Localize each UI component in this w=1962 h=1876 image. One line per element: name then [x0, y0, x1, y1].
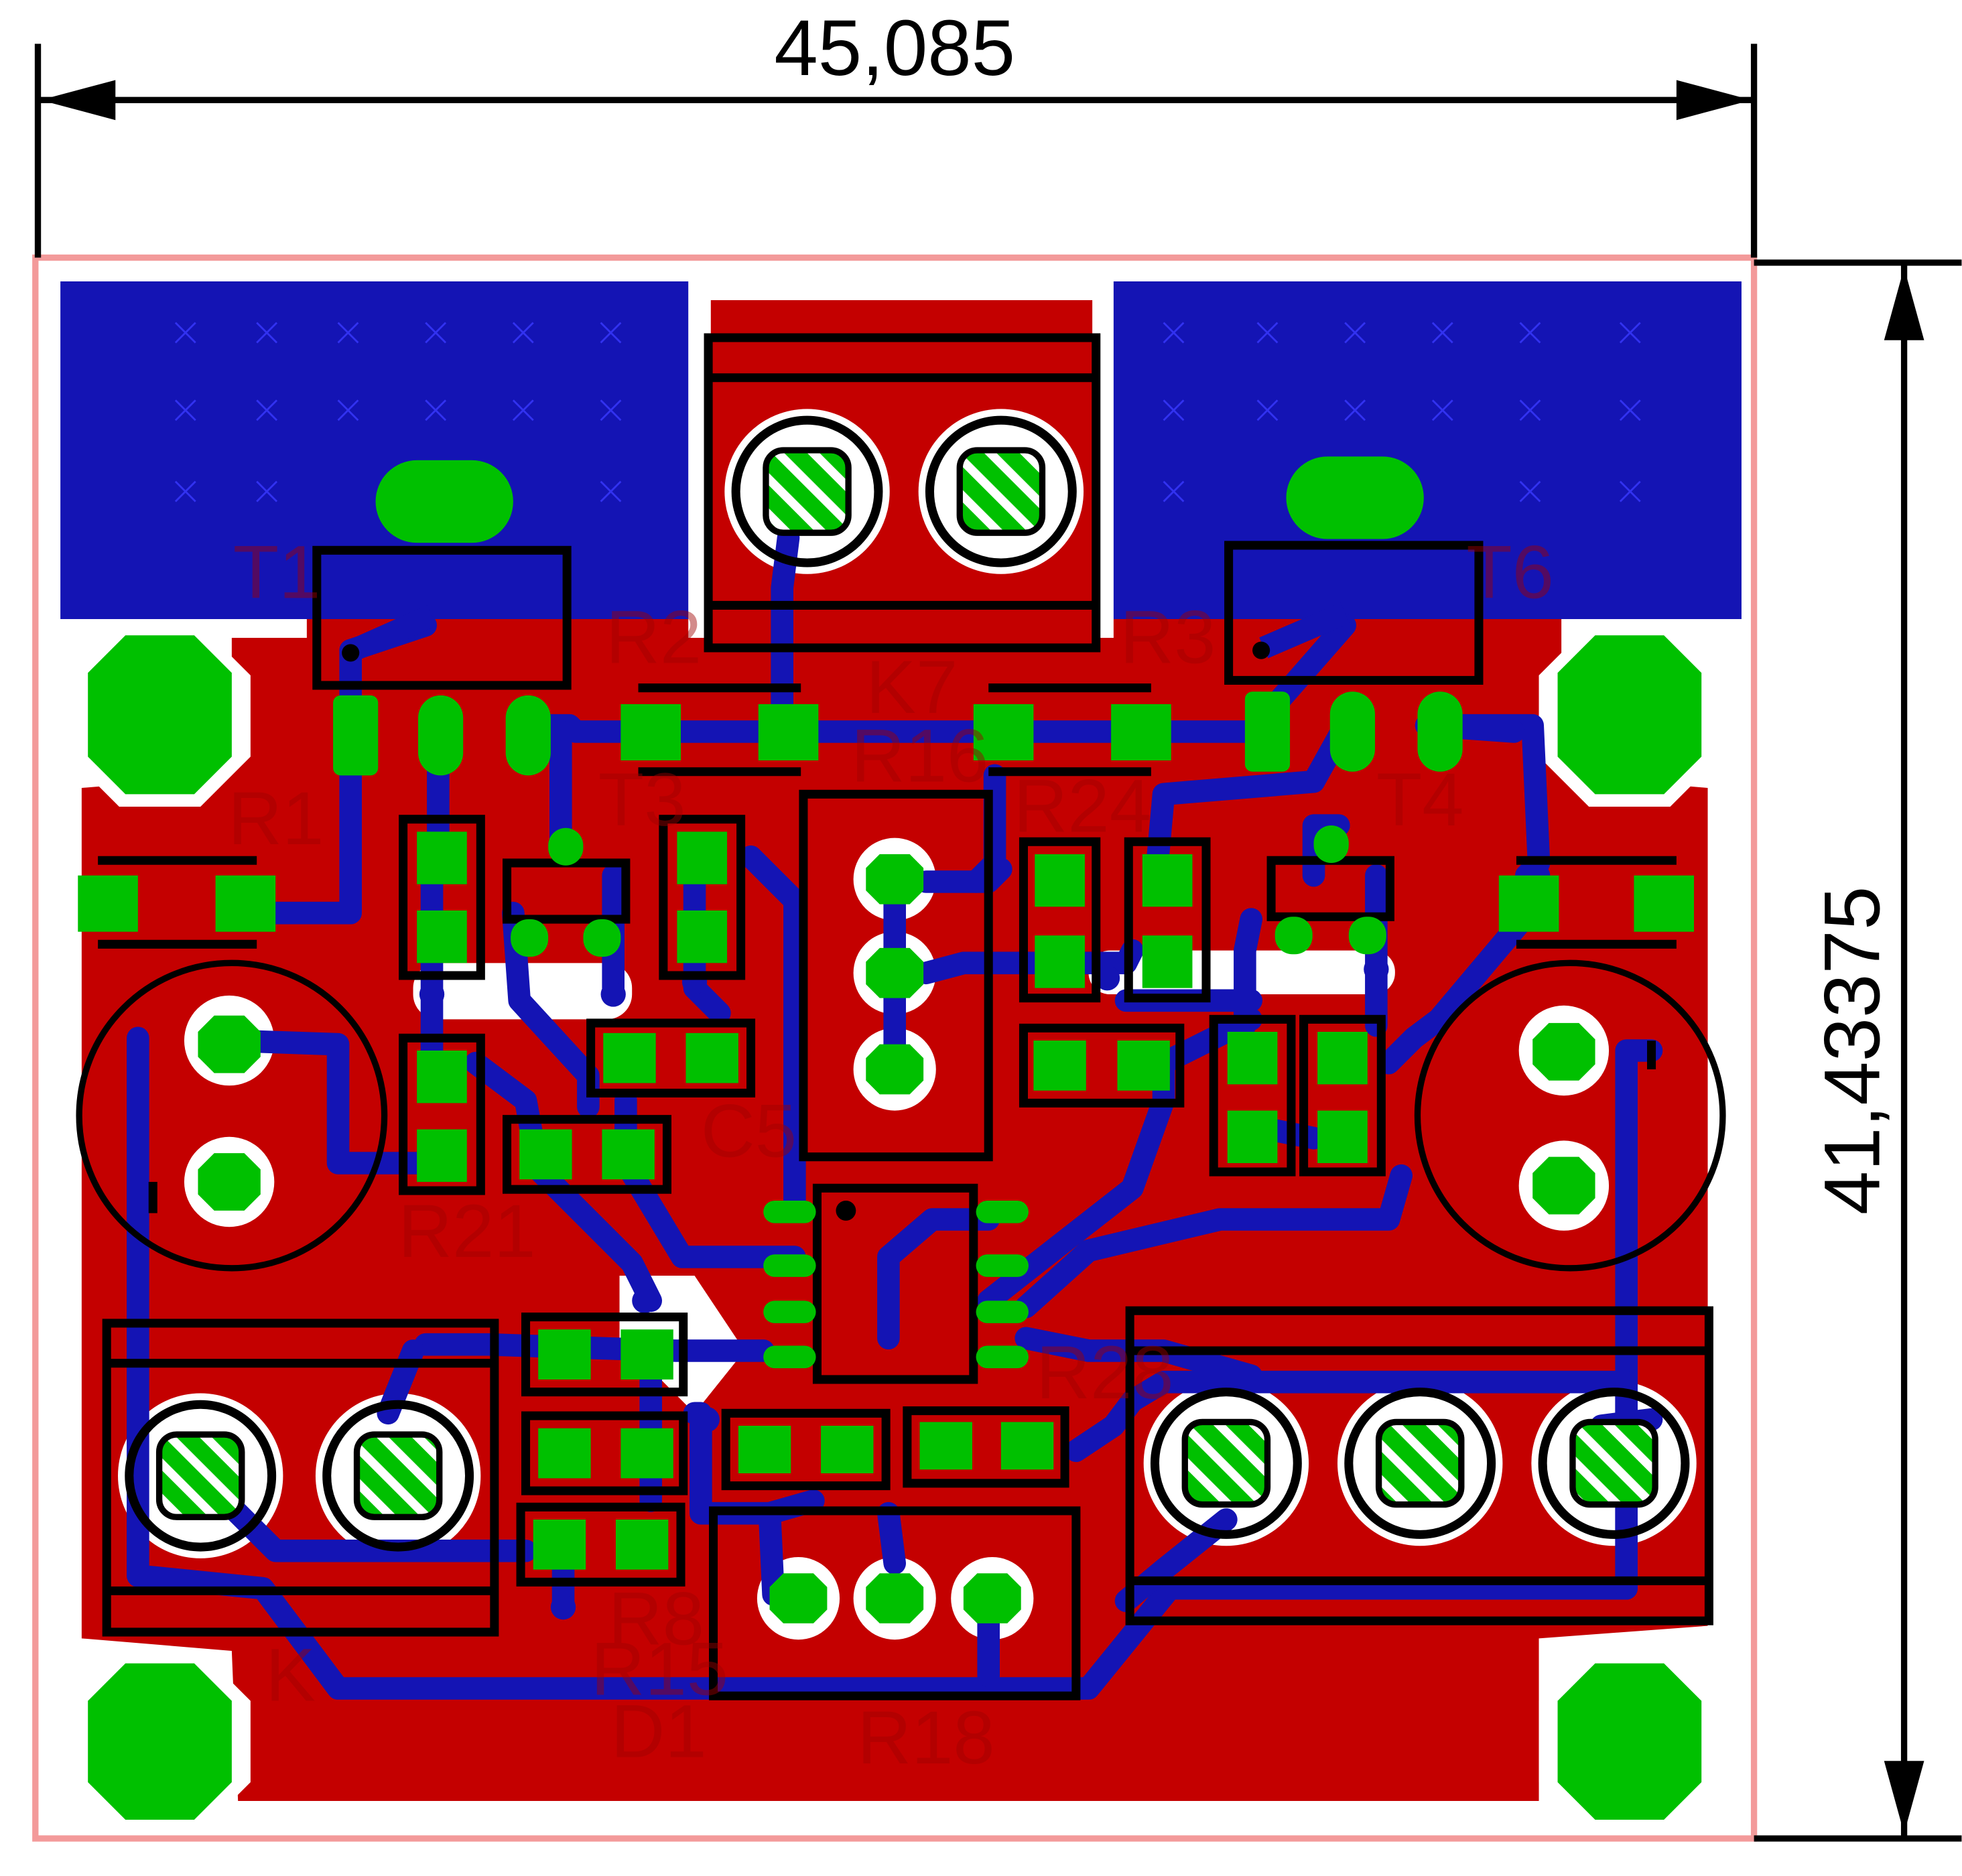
label-k7: K7 [866, 645, 958, 729]
label-r21: R21 [398, 1189, 535, 1273]
dimension-width: 45,085 [34, 4, 1758, 258]
ic-soic8 [763, 1183, 1029, 1384]
dimension-height: 41,43375 [1754, 259, 1962, 1842]
cap-right [1414, 959, 1726, 1272]
label-t3: T3 [598, 758, 686, 842]
terminal-pads [155, 447, 1658, 1520]
header-bottom-center [709, 1506, 1081, 1700]
transistor-t1 [312, 460, 572, 776]
label-r18: R18 [857, 1696, 994, 1780]
silkscreen-labels: T1 T6 R1 R2 R3 K7 R16 T3 T4 R24 R21 C5 R… [228, 530, 1554, 1780]
label-r8: R8 [608, 1577, 704, 1661]
terminal-top-center [704, 333, 1101, 653]
label-t6: T6 [1466, 530, 1554, 614]
label-r15: R15 [591, 1627, 728, 1711]
label-r3: R3 [1120, 595, 1216, 679]
terminal-bottom-left [102, 1319, 499, 1637]
smd-r3 [973, 683, 1171, 777]
terminal-bottom-right [1125, 1306, 1713, 1625]
label-r2: R2 [606, 595, 702, 679]
label-t4: T4 [1376, 758, 1464, 842]
bottom-copper-pours [60, 281, 1742, 619]
mounting-holes [88, 635, 1702, 1820]
smd-r2 [620, 683, 819, 777]
transistor-t6 [1224, 456, 1484, 772]
label-r28: R28 [1036, 1331, 1173, 1414]
trimpot-center [799, 789, 993, 1162]
smd-r-right [1498, 856, 1694, 949]
label-r1: R1 [228, 777, 324, 860]
smd-r1 [78, 856, 276, 949]
label-r16: R16 [851, 714, 988, 798]
cap-left [76, 959, 388, 1272]
label-r24: R24 [1014, 764, 1151, 848]
label-t1: T1 [233, 530, 321, 614]
label-c5: C5 [701, 1089, 797, 1173]
label-d1: D1 [610, 1690, 706, 1773]
smd-boxed-parts [399, 815, 1394, 1587]
height-value: 41,43375 [1808, 886, 1896, 1215]
width-value: 45,085 [774, 4, 1015, 92]
label-k: K [265, 1633, 316, 1717]
